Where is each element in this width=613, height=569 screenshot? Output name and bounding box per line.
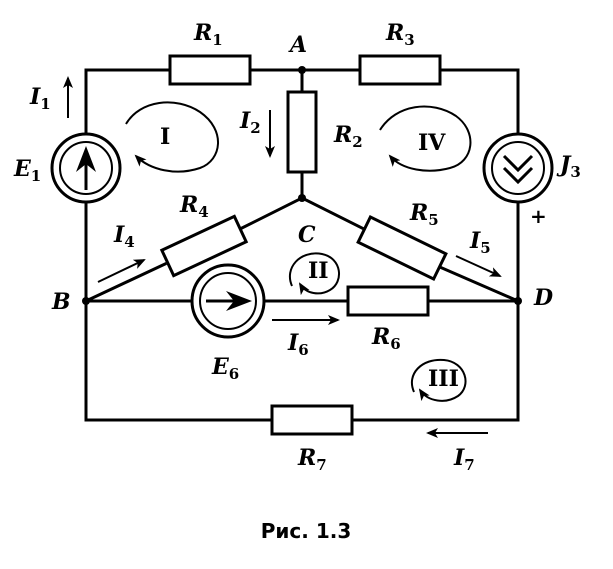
loop-label-iii: III [428, 366, 459, 392]
loop-label-ii: II [308, 258, 329, 284]
resistor-r3 [358, 54, 442, 86]
label-r6: R6 [371, 324, 401, 353]
loop-arrow-i [125, 101, 219, 173]
current-arrow-i4 [97, 259, 146, 283]
label-e6: E6 [211, 354, 239, 383]
voltage-source-e6 [190, 263, 266, 339]
label-r2: R2 [333, 122, 363, 151]
label-r3: R3 [385, 20, 415, 49]
label-i5: I5 [469, 228, 491, 257]
voltage-source-e1 [50, 132, 122, 204]
loop-label-i: I [160, 124, 170, 150]
label-r5: R5 [409, 200, 439, 229]
current-source-j3 [482, 132, 554, 204]
label-i7: I7 [453, 445, 475, 474]
current-arrow-i5 [455, 255, 502, 277]
loop-label-iv: IV [418, 130, 446, 156]
node-label-b: B [51, 289, 71, 315]
plus-sign: + [530, 204, 547, 228]
loop-arrow-iii [411, 358, 467, 402]
label-j3: J3 [556, 152, 581, 181]
resistor-r4 [159, 214, 249, 278]
node-label-c: C [298, 222, 316, 248]
resistor-r2 [286, 90, 318, 174]
label-i4: I4 [113, 222, 135, 251]
label-e1: E1 [13, 156, 41, 185]
resistor-r5 [356, 214, 448, 282]
resistor-r7 [270, 404, 354, 436]
node-dots [82, 66, 522, 305]
wires [84, 68, 520, 422]
node-label-a: A [288, 32, 307, 58]
loop-arrow-ii [289, 252, 340, 296]
resistor-r6 [346, 285, 430, 317]
resistor-r1 [168, 54, 252, 86]
label-r4: R4 [179, 192, 209, 221]
label-i6: I6 [287, 330, 309, 359]
figure-caption: Рис. 1.3 [261, 519, 352, 543]
label-i1: I1 [29, 84, 51, 113]
loop-arrow-iv [379, 105, 472, 172]
label-r1: R1 [193, 20, 223, 49]
node-label-d: D [533, 285, 553, 311]
label-i2: I2 [239, 108, 261, 137]
label-r7: R7 [297, 445, 327, 474]
